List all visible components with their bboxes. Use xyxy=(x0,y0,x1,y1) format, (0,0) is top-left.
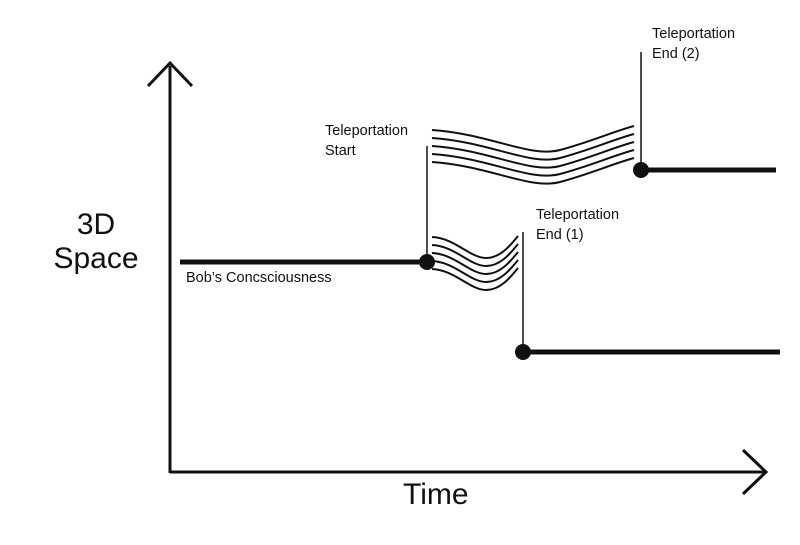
teleport-end2-label: Teleportation End (2) xyxy=(652,26,736,62)
teleport-stream-lower xyxy=(431,235,519,292)
y-axis-label: 3D Space xyxy=(53,208,139,275)
x-axis-label: Time xyxy=(403,478,469,511)
teleport-stream-upper xyxy=(431,125,635,185)
x-axis-arrowhead xyxy=(741,448,769,496)
teleport-end1-label: Teleportation End (1) xyxy=(536,207,620,243)
teleport-start-label: Teleportation Start xyxy=(325,123,409,159)
teleport-end1-dot xyxy=(515,344,531,360)
consciousness-label: Bob’s Concsciousness xyxy=(186,270,332,286)
teleport-start-dot xyxy=(419,254,435,270)
y-axis-arrowhead xyxy=(146,60,194,88)
teleport-end2-dot xyxy=(633,162,649,178)
